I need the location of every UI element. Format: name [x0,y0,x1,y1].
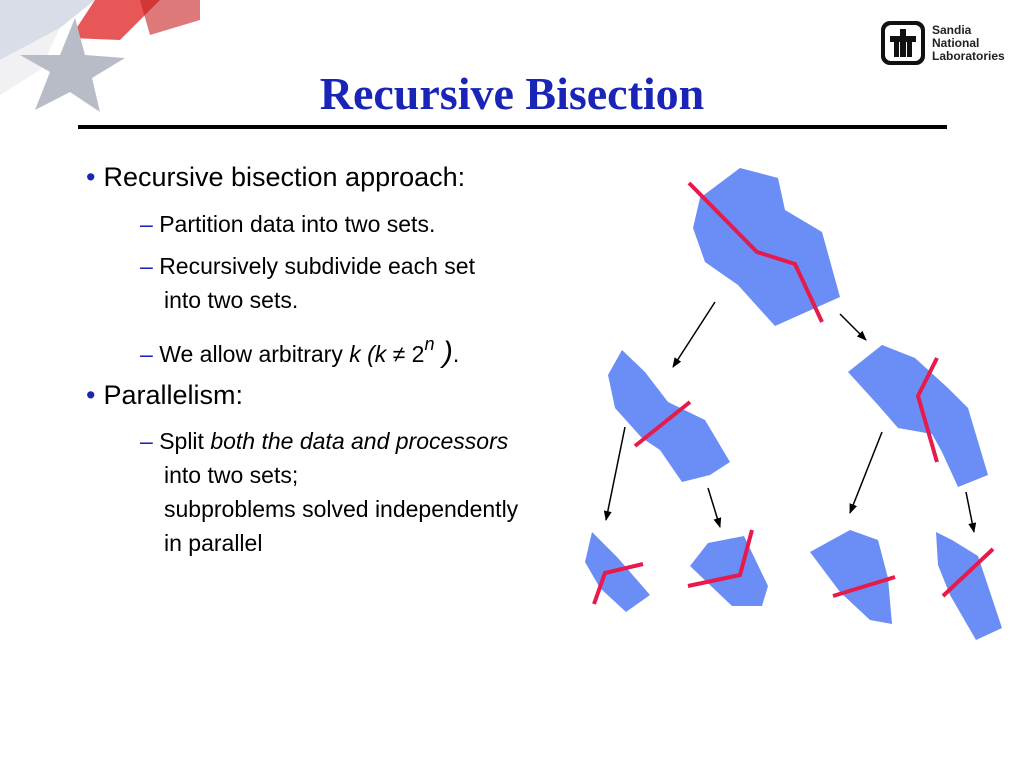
region-leaf-2 [687,529,768,606]
sub-bullet-line-2: into two sets; [164,462,299,488]
cut-line [915,357,939,463]
arrow-to-leaf-3 [849,431,883,514]
bullet-list: •Recursive bisection approach: – Partiti… [86,162,518,560]
sub-bullet-suffix: . [452,341,460,367]
flag-star-decoration [0,0,200,112]
logo-line-1: Sandia [932,22,972,37]
arrow-to-leaf-1 [603,426,626,521]
sub-bullet-italic-k: k (k [349,341,387,367]
region-leaf-4 [936,532,1002,640]
sub-bullet-prefix: Split [159,428,211,454]
arrow-to-leaf-2 [707,487,722,528]
sub-bullet-text: Partition data into two sets. [159,211,436,237]
sub-bullet-dash: – [140,428,153,454]
arrow-down-left [672,301,716,368]
bullet-parallelism: •Parallelism: [86,380,243,411]
bullet-dot: • [86,380,96,410]
arrow-down-right [839,313,867,341]
sub-bullet-dash: – [140,211,153,237]
region-level-1-right [848,345,988,487]
sub-bullet-recursively: – Recursively subdivide each set into tw… [140,249,475,317]
sub-bullet-prefix: We allow arbitrary [159,341,350,367]
sub-bullet-exponent: n [424,334,435,354]
cut-line [592,562,644,605]
region-shape [810,530,892,624]
sub-bullet-text-line-1: Recursively subdivide each set [159,253,475,279]
region-shape [608,350,730,482]
cut-line [832,575,896,598]
bullet-recursive-approach: •Recursive bisection approach: [86,162,465,193]
region-shape [848,345,988,487]
region-shape [690,536,768,606]
bullet-dot: • [86,162,96,192]
sub-bullet-arbitrary-k: – We allow arbitrary k (k ≠ 2n ). [140,334,460,373]
cut-line [687,529,754,588]
slide-title: Recursive Bisection [319,68,705,119]
arrow-to-leaf-4 [965,491,977,533]
sub-bullet-partition: – Partition data into two sets. [140,207,435,241]
cut-line [687,181,824,323]
sandia-thunderbird-icon [881,21,925,65]
title-rule [78,125,947,129]
region-shape [936,532,1002,640]
sub-bullet-dash: – [140,341,153,367]
region-leaf-1 [585,532,650,612]
region-shape [693,168,840,326]
region-leaf-3 [810,530,896,624]
sub-bullet-line-3: subproblems solved independently [164,496,519,522]
sub-bullet-line-4: in parallel [164,530,263,556]
sub-bullet-split: – Split both the data and processors int… [140,424,518,560]
logo-line-2: National [932,35,980,50]
region-level-1-left [608,350,730,482]
sub-bullet-dash: – [140,253,153,279]
sub-bullet-italic: both the data and processors [210,428,509,454]
bullet-text: Parallelism: [103,380,243,410]
sub-bullet-text-line-2: into two sets. [164,287,299,313]
cut-line [633,400,692,448]
cut-line [941,547,995,598]
logo-line-3: Laboratories [932,48,1005,63]
region-level-0 [687,168,840,326]
sub-bullet-middle: ≠ 2 [386,341,425,367]
bullet-text: Recursive bisection approach: [103,162,466,192]
sub-bullet-paren: ) [434,336,453,369]
sandia-logo: Sandia National Laboratories [880,20,1005,66]
sandia-logo-text: Sandia National Laboratories [932,22,1005,63]
